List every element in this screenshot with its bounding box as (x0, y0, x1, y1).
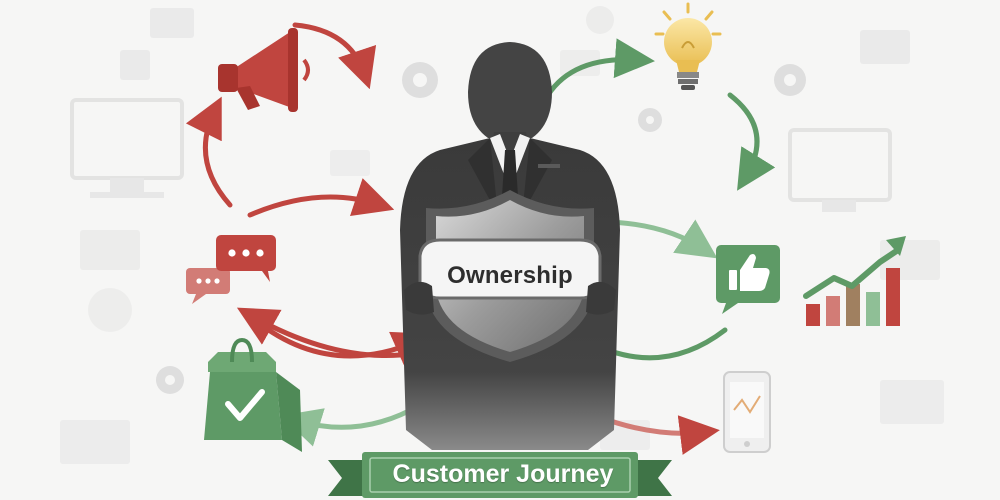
shopping-bag-icon (204, 337, 302, 452)
ownership-label: Ownership (447, 262, 573, 289)
megaphone-icon (218, 28, 310, 112)
ownership-shield (418, 190, 602, 362)
lightbulb-icon (654, 2, 722, 90)
gear-icon (156, 62, 806, 394)
customer-journey-title: Customer Journey (392, 459, 614, 488)
bar-chart-icon (803, 236, 906, 326)
chat-bubble-icon (186, 235, 276, 304)
thumbs-up-icon (716, 245, 780, 314)
mobile-phone-icon (723, 371, 771, 453)
customer-journey-banner (328, 452, 672, 498)
hands (404, 281, 616, 315)
